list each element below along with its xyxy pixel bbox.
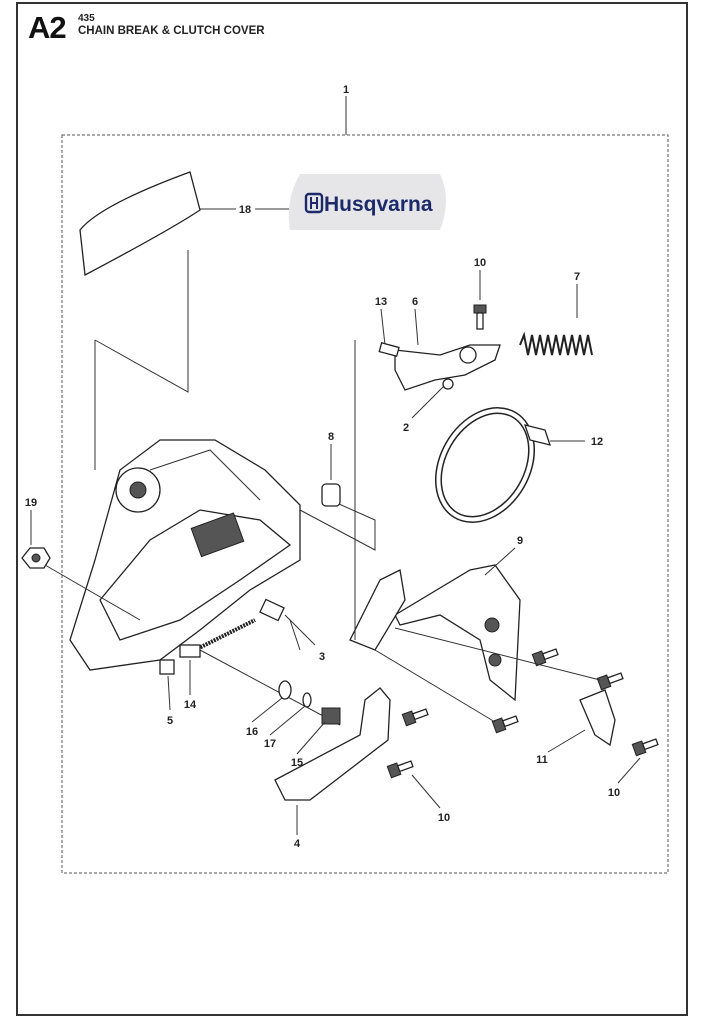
callout-13: 13 bbox=[375, 296, 387, 308]
chain-adjuster bbox=[159, 598, 341, 726]
callout-4: 4 bbox=[294, 838, 301, 850]
spring bbox=[519, 284, 593, 356]
callout-12: 12 bbox=[591, 436, 603, 448]
bushing bbox=[321, 444, 341, 507]
callout-7: 7 bbox=[574, 271, 580, 283]
assembly-boundary bbox=[61, 134, 669, 874]
brand-logo-text: Husqvarna bbox=[324, 193, 433, 216]
chain-guide-plate bbox=[547, 689, 616, 753]
callout-10: 10 bbox=[438, 812, 450, 824]
screw bbox=[473, 270, 487, 330]
callout-11: 11 bbox=[536, 754, 548, 766]
knee-lever bbox=[378, 308, 501, 419]
husqvarna-logo-decal: Husqvarna bbox=[255, 174, 446, 230]
model-number: 435 bbox=[78, 13, 95, 24]
brake-lever bbox=[349, 569, 406, 651]
husqvarna-crown-icon bbox=[304, 192, 324, 214]
callout-6: 6 bbox=[412, 296, 418, 308]
callout-labels: 1 18 10 7 13 6 2 12 8 19 9 3 5 14 16 17 … bbox=[25, 84, 620, 850]
callout-5: 5 bbox=[167, 715, 173, 727]
callout-10: 10 bbox=[608, 787, 620, 799]
clutch-cover bbox=[69, 439, 301, 671]
callout-14: 14 bbox=[184, 699, 197, 711]
page-frame bbox=[16, 2, 688, 1016]
screws bbox=[374, 627, 659, 809]
decal-sheet bbox=[79, 171, 236, 470]
callout-18: 18 bbox=[239, 204, 251, 216]
callout-16: 16 bbox=[246, 726, 258, 738]
section-code: A2 bbox=[28, 10, 67, 45]
callout-1: 1 bbox=[343, 84, 349, 96]
washers bbox=[251, 680, 341, 755]
callout-8: 8 bbox=[328, 431, 334, 443]
brake-handle bbox=[394, 547, 521, 702]
brake-band bbox=[434, 407, 585, 523]
callout-15: 15 bbox=[291, 757, 303, 769]
callout-3: 3 bbox=[319, 651, 325, 663]
callout-2: 2 bbox=[403, 422, 409, 434]
callout-19: 19 bbox=[25, 497, 37, 509]
callout-10: 10 bbox=[474, 257, 486, 269]
callout-17: 17 bbox=[264, 738, 276, 750]
callout-9: 9 bbox=[517, 535, 523, 547]
nut bbox=[21, 510, 141, 621]
page-title: CHAIN BREAK & CLUTCH COVER bbox=[78, 25, 265, 37]
front-grip bbox=[274, 687, 391, 835]
